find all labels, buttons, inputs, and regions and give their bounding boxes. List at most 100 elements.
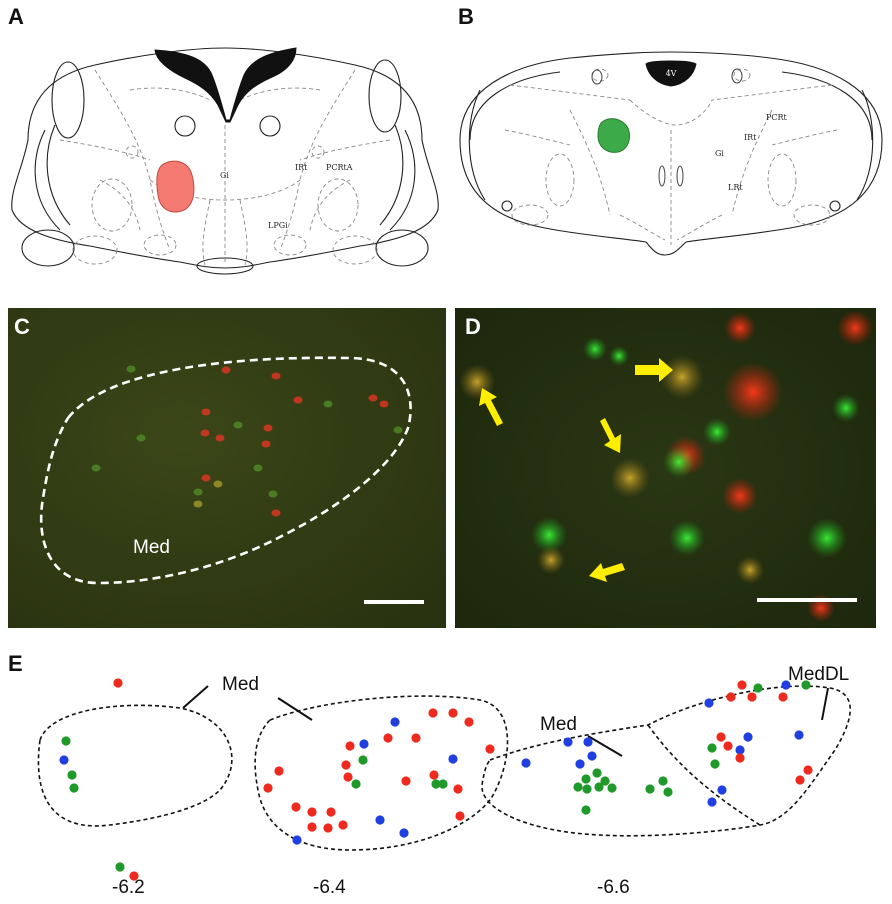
cell-marker [736, 556, 764, 584]
red-cell-dot [326, 807, 336, 817]
arrow-icon [589, 563, 625, 582]
green-cell-dot [645, 784, 655, 794]
green-cell-dot [592, 768, 602, 778]
cell-marker [213, 480, 223, 488]
atlas-a-svg: 4V Gi IRt PCRtA LPGi [11, 47, 439, 275]
cell-marker [583, 337, 607, 361]
red-cell-dot [291, 802, 301, 812]
cell-marker [724, 312, 756, 344]
micrograph-d: D [455, 308, 876, 628]
label-pcrt-b: PCRt [766, 113, 788, 122]
scale-bar-d [757, 598, 857, 602]
red-cell-dot [307, 807, 317, 817]
green-cell-dot [69, 783, 79, 793]
red-cell-dot [263, 783, 273, 793]
red-cell-dot [383, 733, 393, 743]
label-pcrta-a: PCRtA [326, 163, 353, 172]
red-cell-dot [113, 678, 123, 688]
green-cell-dot [801, 680, 811, 690]
highlight-region-b [597, 118, 631, 153]
green-cell-dot [594, 782, 604, 792]
green-cell-dot [600, 776, 610, 786]
cell-marker [263, 424, 273, 432]
cell-marker [837, 310, 873, 346]
arrow-icon [479, 388, 503, 426]
red-cell-dot [455, 811, 465, 821]
green-cell-dot [573, 782, 583, 792]
red-cell-dot [795, 775, 805, 785]
blue-cell-dot [59, 755, 69, 765]
blue-cell-dot [563, 737, 573, 747]
cell-marker [703, 418, 731, 446]
bregma-label-1: -6.2 [112, 877, 145, 898]
green-cell-dot [61, 736, 71, 746]
label-lpgi-a: LPGi [268, 221, 288, 230]
cell-marker [537, 546, 565, 574]
blue-cell-dot [717, 785, 727, 795]
cell-marker [323, 400, 333, 408]
arrow-icon [635, 358, 673, 382]
cell-marker [293, 396, 303, 404]
cell-marker [368, 394, 378, 402]
scale-bar-c [364, 600, 424, 604]
blue-cell-dot [359, 739, 369, 749]
blue-cell-dot [704, 698, 714, 708]
blue-cell-dot [794, 730, 804, 740]
med-label-e1: Med [222, 674, 259, 695]
cell-marker [379, 400, 389, 408]
cell-marker [271, 509, 281, 517]
label-irt-a: IRt [295, 163, 308, 172]
red-cell-dot [716, 732, 726, 742]
atlas-section-a: 4V Gi IRt PCRtA LPGi [0, 30, 450, 280]
green-cell-dot [67, 770, 77, 780]
red-cell-dot [747, 692, 757, 702]
red-cell-dot [803, 765, 813, 775]
blue-cell-dot [583, 737, 593, 747]
cell-marker [215, 434, 225, 442]
red-cell-dot [726, 692, 736, 702]
cell-marker [531, 517, 567, 553]
highlight-region-a [156, 160, 195, 213]
cell-marker [723, 362, 783, 422]
red-cell-dot [485, 744, 495, 754]
cell-marker [233, 421, 243, 429]
cell-marker [660, 355, 704, 399]
atlas-b-svg: 4V PCRt IRt Gi LRt [459, 51, 883, 256]
cell-marker [201, 408, 211, 416]
red-cell-dot [129, 871, 139, 881]
micrograph-c-svg: Med [8, 308, 446, 628]
cell-marker [201, 474, 211, 482]
label-lrt-b: LRt [728, 183, 743, 192]
meddl-label-e3: MedDL [788, 664, 849, 685]
blue-cell-dot [781, 680, 791, 690]
green-cell-dot [707, 743, 717, 753]
med-label-c: Med [133, 537, 170, 558]
blue-cell-dot [448, 754, 458, 764]
cell-marker [126, 365, 136, 373]
leader-line-med-1 [182, 685, 209, 709]
red-cell-dot [411, 733, 421, 743]
fourth-ventricle-a [154, 47, 297, 123]
cell-marker [136, 434, 146, 442]
cell-marker [271, 372, 281, 380]
panel-e-letter: E [8, 651, 23, 676]
green-cell-dot [115, 862, 125, 872]
panel-b-letter: B [458, 4, 474, 29]
bregma-label-2: -6.4 [313, 877, 346, 898]
fourth-ventricle-b [645, 60, 697, 87]
green-cell-dot [582, 784, 592, 794]
micrograph-c: Med C [8, 308, 446, 628]
label-gi-a: Gi [220, 171, 229, 180]
blue-cell-dot [707, 797, 717, 807]
green-cell-dot [753, 683, 763, 693]
label-irt-b: IRt [744, 133, 757, 142]
atlas-section-b: 4V PCRt IRt Gi LRt [450, 30, 892, 280]
cell-marker [609, 346, 629, 366]
blue-cell-dot [743, 732, 753, 742]
green-cell-dot [581, 774, 591, 784]
leader-line-med-2 [277, 697, 313, 721]
green-cell-dot [658, 776, 668, 786]
red-cell-dot [341, 760, 351, 770]
green-cell-dot [581, 805, 591, 815]
red-cell-dot [737, 680, 747, 690]
